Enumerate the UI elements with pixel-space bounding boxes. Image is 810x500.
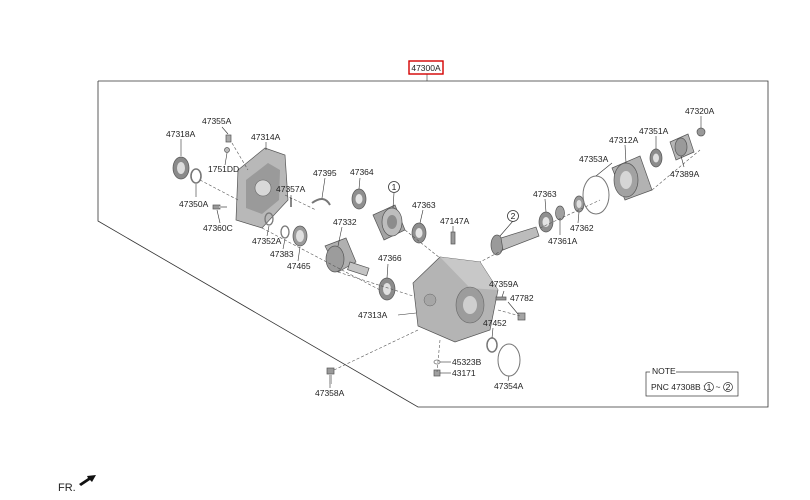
label-47313A[interactable]: 47313A xyxy=(358,310,388,320)
part-47363-left-shape xyxy=(411,222,427,244)
label-47357A[interactable]: 47357A xyxy=(276,184,306,194)
part-47452-shape xyxy=(486,337,498,353)
assembly-frame xyxy=(97,73,769,408)
label-47358A[interactable]: 47358A xyxy=(315,388,345,398)
part-47314A-shape xyxy=(235,147,289,229)
part-47350A-shape xyxy=(190,168,202,184)
label-47353A[interactable]: 47353A xyxy=(579,154,609,164)
callout-2-number: 2 xyxy=(511,211,516,221)
part-47360C-shape xyxy=(212,204,227,210)
label-47147A[interactable]: 47147A xyxy=(440,216,470,226)
part-47313A-shape xyxy=(412,256,499,343)
note-to: 2 xyxy=(726,382,731,392)
label-47364[interactable]: 47364 xyxy=(350,167,374,177)
part-47358A-shape xyxy=(326,367,335,384)
callout-2[interactable]: 2 xyxy=(507,210,519,222)
part-47355A-shape xyxy=(225,134,232,143)
label-47354A[interactable]: 47354A xyxy=(494,381,524,391)
part-47366-shape xyxy=(378,277,396,301)
front-direction-marker: FR. xyxy=(58,475,96,494)
part-47395-shape xyxy=(311,198,331,206)
label-47355A[interactable]: 47355A xyxy=(202,116,232,126)
part-47359A-shape xyxy=(495,296,507,301)
part-47332-shape xyxy=(324,237,370,277)
part-output-shaft-2-shape xyxy=(490,226,540,256)
label-47782[interactable]: 47782 xyxy=(510,293,534,303)
part-47363-right-shape xyxy=(538,211,554,233)
part-47351A-shape xyxy=(649,148,663,168)
part-47320A-shape xyxy=(696,127,706,137)
part-47782-shape xyxy=(517,312,526,321)
part-47361A-shape xyxy=(555,205,565,221)
label-47362[interactable]: 47362 xyxy=(570,223,594,233)
label-47366[interactable]: 47366 xyxy=(378,253,402,263)
note-sep: ~ xyxy=(716,382,721,392)
label-47361A[interactable]: 47361A xyxy=(548,236,578,246)
label-47465[interactable]: 47465 xyxy=(287,261,311,271)
assembly-number-box[interactable]: 47300A xyxy=(408,60,444,75)
note-box: NOTE PNC 47308B : 1 ~ 2 xyxy=(645,366,739,397)
label-47314A[interactable]: 47314A xyxy=(251,132,281,142)
part-labels: 47318A 47355A 47314A 1751DD 47395 47357A… xyxy=(166,106,715,398)
callout-1[interactable]: 1 xyxy=(388,181,400,193)
part-47352A-shape xyxy=(264,212,274,226)
assembly-number[interactable]: 47300A xyxy=(411,63,441,73)
callout-1-number: 1 xyxy=(392,182,397,192)
label-47359A[interactable]: 47359A xyxy=(489,279,519,289)
direction-label: FR. xyxy=(58,482,76,494)
label-45323B[interactable]: 45323B xyxy=(452,357,482,367)
part-47389A-shape xyxy=(669,133,695,161)
part-gear-assembly-1-shape xyxy=(372,204,406,241)
label-47350A[interactable]: 47350A xyxy=(179,199,209,209)
label-47318A[interactable]: 47318A xyxy=(166,129,196,139)
label-47312A[interactable]: 47312A xyxy=(609,135,639,145)
label-47351A[interactable]: 47351A xyxy=(639,126,669,136)
part-47383-shape xyxy=(280,225,290,239)
label-47332[interactable]: 47332 xyxy=(333,217,357,227)
label-47383[interactable]: 47383 xyxy=(270,249,294,259)
note-title: NOTE xyxy=(652,366,676,376)
label-47363-left[interactable]: 47363 xyxy=(412,200,436,210)
label-47389A[interactable]: 47389A xyxy=(670,169,700,179)
label-47395[interactable]: 47395 xyxy=(313,168,337,178)
part-47362-shape xyxy=(573,195,585,213)
part-47312A-shape xyxy=(611,155,653,201)
label-43171[interactable]: 43171 xyxy=(452,368,476,378)
label-47320A[interactable]: 47320A xyxy=(685,106,715,116)
label-1751DD[interactable]: 1751DD xyxy=(208,164,239,174)
label-47360C[interactable]: 47360C xyxy=(203,223,233,233)
leader-lines xyxy=(180,116,702,388)
part-47147A-shape xyxy=(450,231,456,245)
label-47452[interactable]: 47452 xyxy=(483,318,507,328)
part-1751DD-shape xyxy=(224,147,230,153)
assembly-guide-lines xyxy=(199,142,701,373)
direction-arrow-icon xyxy=(79,475,96,486)
label-47363-right[interactable]: 47363 xyxy=(533,189,557,199)
label-47352A[interactable]: 47352A xyxy=(252,236,282,246)
part-47364-shape xyxy=(351,188,367,210)
note-text: PNC 47308B : xyxy=(651,382,705,392)
part-47357A-shape xyxy=(290,198,292,207)
part-47353A-shape xyxy=(582,175,610,215)
part-47465-shape xyxy=(292,225,308,247)
part-45323B-shape xyxy=(433,359,441,365)
part-47354A-shape xyxy=(497,343,521,377)
note-from: 1 xyxy=(707,382,712,392)
part-47318A-shape xyxy=(172,156,190,180)
